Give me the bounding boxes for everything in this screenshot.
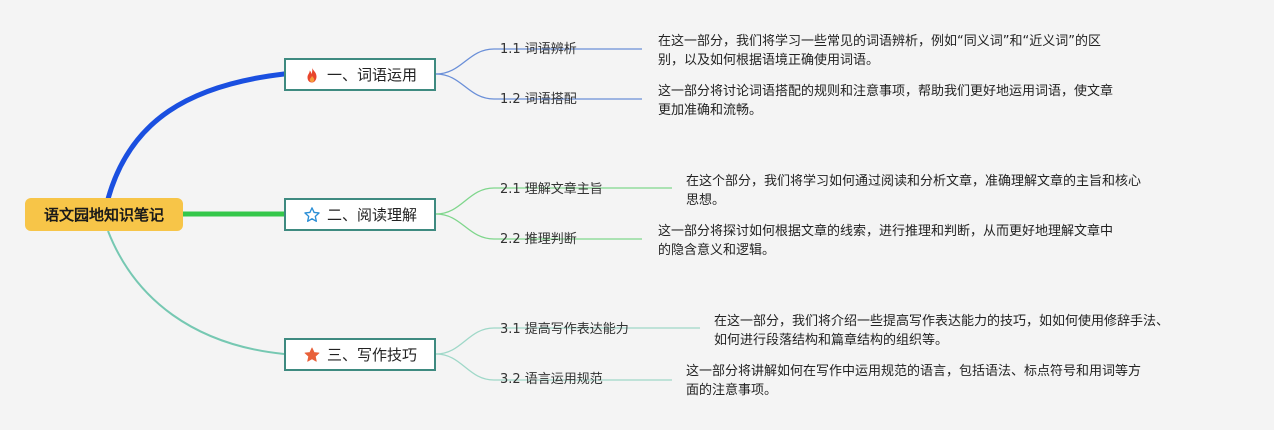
branch-label: 三、写作技巧 (326, 346, 417, 364)
description-line: 在这个部分，我们将学习如何通过阅读和分析文章，准确理解文章的主旨和核心 (686, 174, 1142, 189)
connector-b3-s1 (435, 327, 700, 355)
description-line: 面的注意事项。 (686, 383, 778, 398)
description-line: 的隐含意义和逻辑。 (658, 243, 776, 258)
branch-label: 一、词语运用 (326, 66, 417, 84)
root-topic[interactable]: 语文园地知识笔记 (25, 198, 183, 231)
description-line: 更加准确和流畅。 (658, 103, 763, 118)
description-3-1: 在这一部分，我们将介绍一些提高写作表达能力的技巧，如如何使用修辞手法、 如何进行… (714, 312, 1169, 350)
description-line: 别，以及如何根据语境正确使用词语。 (658, 53, 880, 68)
subtopic-2-1[interactable]: 2.1 理解文章主旨 (500, 182, 603, 197)
connector-b2-s2 (435, 213, 642, 240)
connector-root-branch-3 (107, 230, 285, 355)
subtopic-1-1[interactable]: 1.1 词语辨析 (500, 42, 577, 57)
subtopic-3-2[interactable]: 3.2 语言运用规范 (500, 372, 603, 387)
connector-b2-s1 (435, 187, 672, 215)
branch-label: 二、阅读理解 (326, 206, 417, 224)
branch-writing-skills[interactable]: 三、写作技巧 (284, 338, 436, 371)
branch-reading-comprehension[interactable]: 二、阅读理解 (284, 198, 436, 231)
connector-b1-s1 (435, 48, 642, 75)
star-filled-icon (303, 346, 321, 364)
description-line: 这一部分将探讨如何根据文章的线索，进行推理和判断，从而更好地理解文章中 (658, 224, 1114, 239)
subtopic-1-2[interactable]: 1.2 词语搭配 (500, 92, 577, 107)
description-line: 在这一部分，我们将学习一些常见的词语辨析，例如“同义词”和“近义词”的区 (658, 34, 1101, 49)
branch-word-usage[interactable]: 一、词语运用 (284, 58, 436, 91)
subtopic-3-1[interactable]: 3.1 提高写作表达能力 (500, 322, 629, 337)
description-1-2: 这一部分将讨论词语搭配的规则和注意事项，帮助我们更好地运用词语，使文章 更加准确… (658, 82, 1113, 120)
description-line: 这一部分将讨论词语搭配的规则和注意事项，帮助我们更好地运用词语，使文章 (658, 84, 1114, 99)
description-line: 思想。 (686, 193, 726, 208)
star-outline-icon (303, 206, 321, 224)
description-line: 这一部分将讲解如何在写作中运用规范的语言，包括语法、标点符号和用词等方 (686, 364, 1142, 379)
description-line: 在这一部分，我们将介绍一些提高写作表达能力的技巧，如如何使用修辞手法、 (714, 314, 1170, 329)
description-2-2: 这一部分将探讨如何根据文章的线索，进行推理和判断，从而更好地理解文章中 的隐含意… (658, 222, 1113, 260)
subtopic-2-2[interactable]: 2.2 推理判断 (500, 232, 577, 247)
description-1-1: 在这一部分，我们将学习一些常见的词语辨析，例如“同义词”和“近义词”的区 别，以… (658, 32, 1101, 70)
connector-b3-s2 (435, 353, 672, 381)
connector-root-branch-1 (105, 71, 287, 202)
fire-icon (303, 66, 321, 84)
description-2-1: 在这个部分，我们将学习如何通过阅读和分析文章，准确理解文章的主旨和核心 思想。 (686, 172, 1141, 210)
description-3-2: 这一部分将讲解如何在写作中运用规范的语言，包括语法、标点符号和用词等方 面的注意… (686, 362, 1141, 400)
connector-b1-s2 (435, 73, 642, 100)
description-line: 如何进行段落结构和篇章结构的组织等。 (714, 333, 949, 348)
